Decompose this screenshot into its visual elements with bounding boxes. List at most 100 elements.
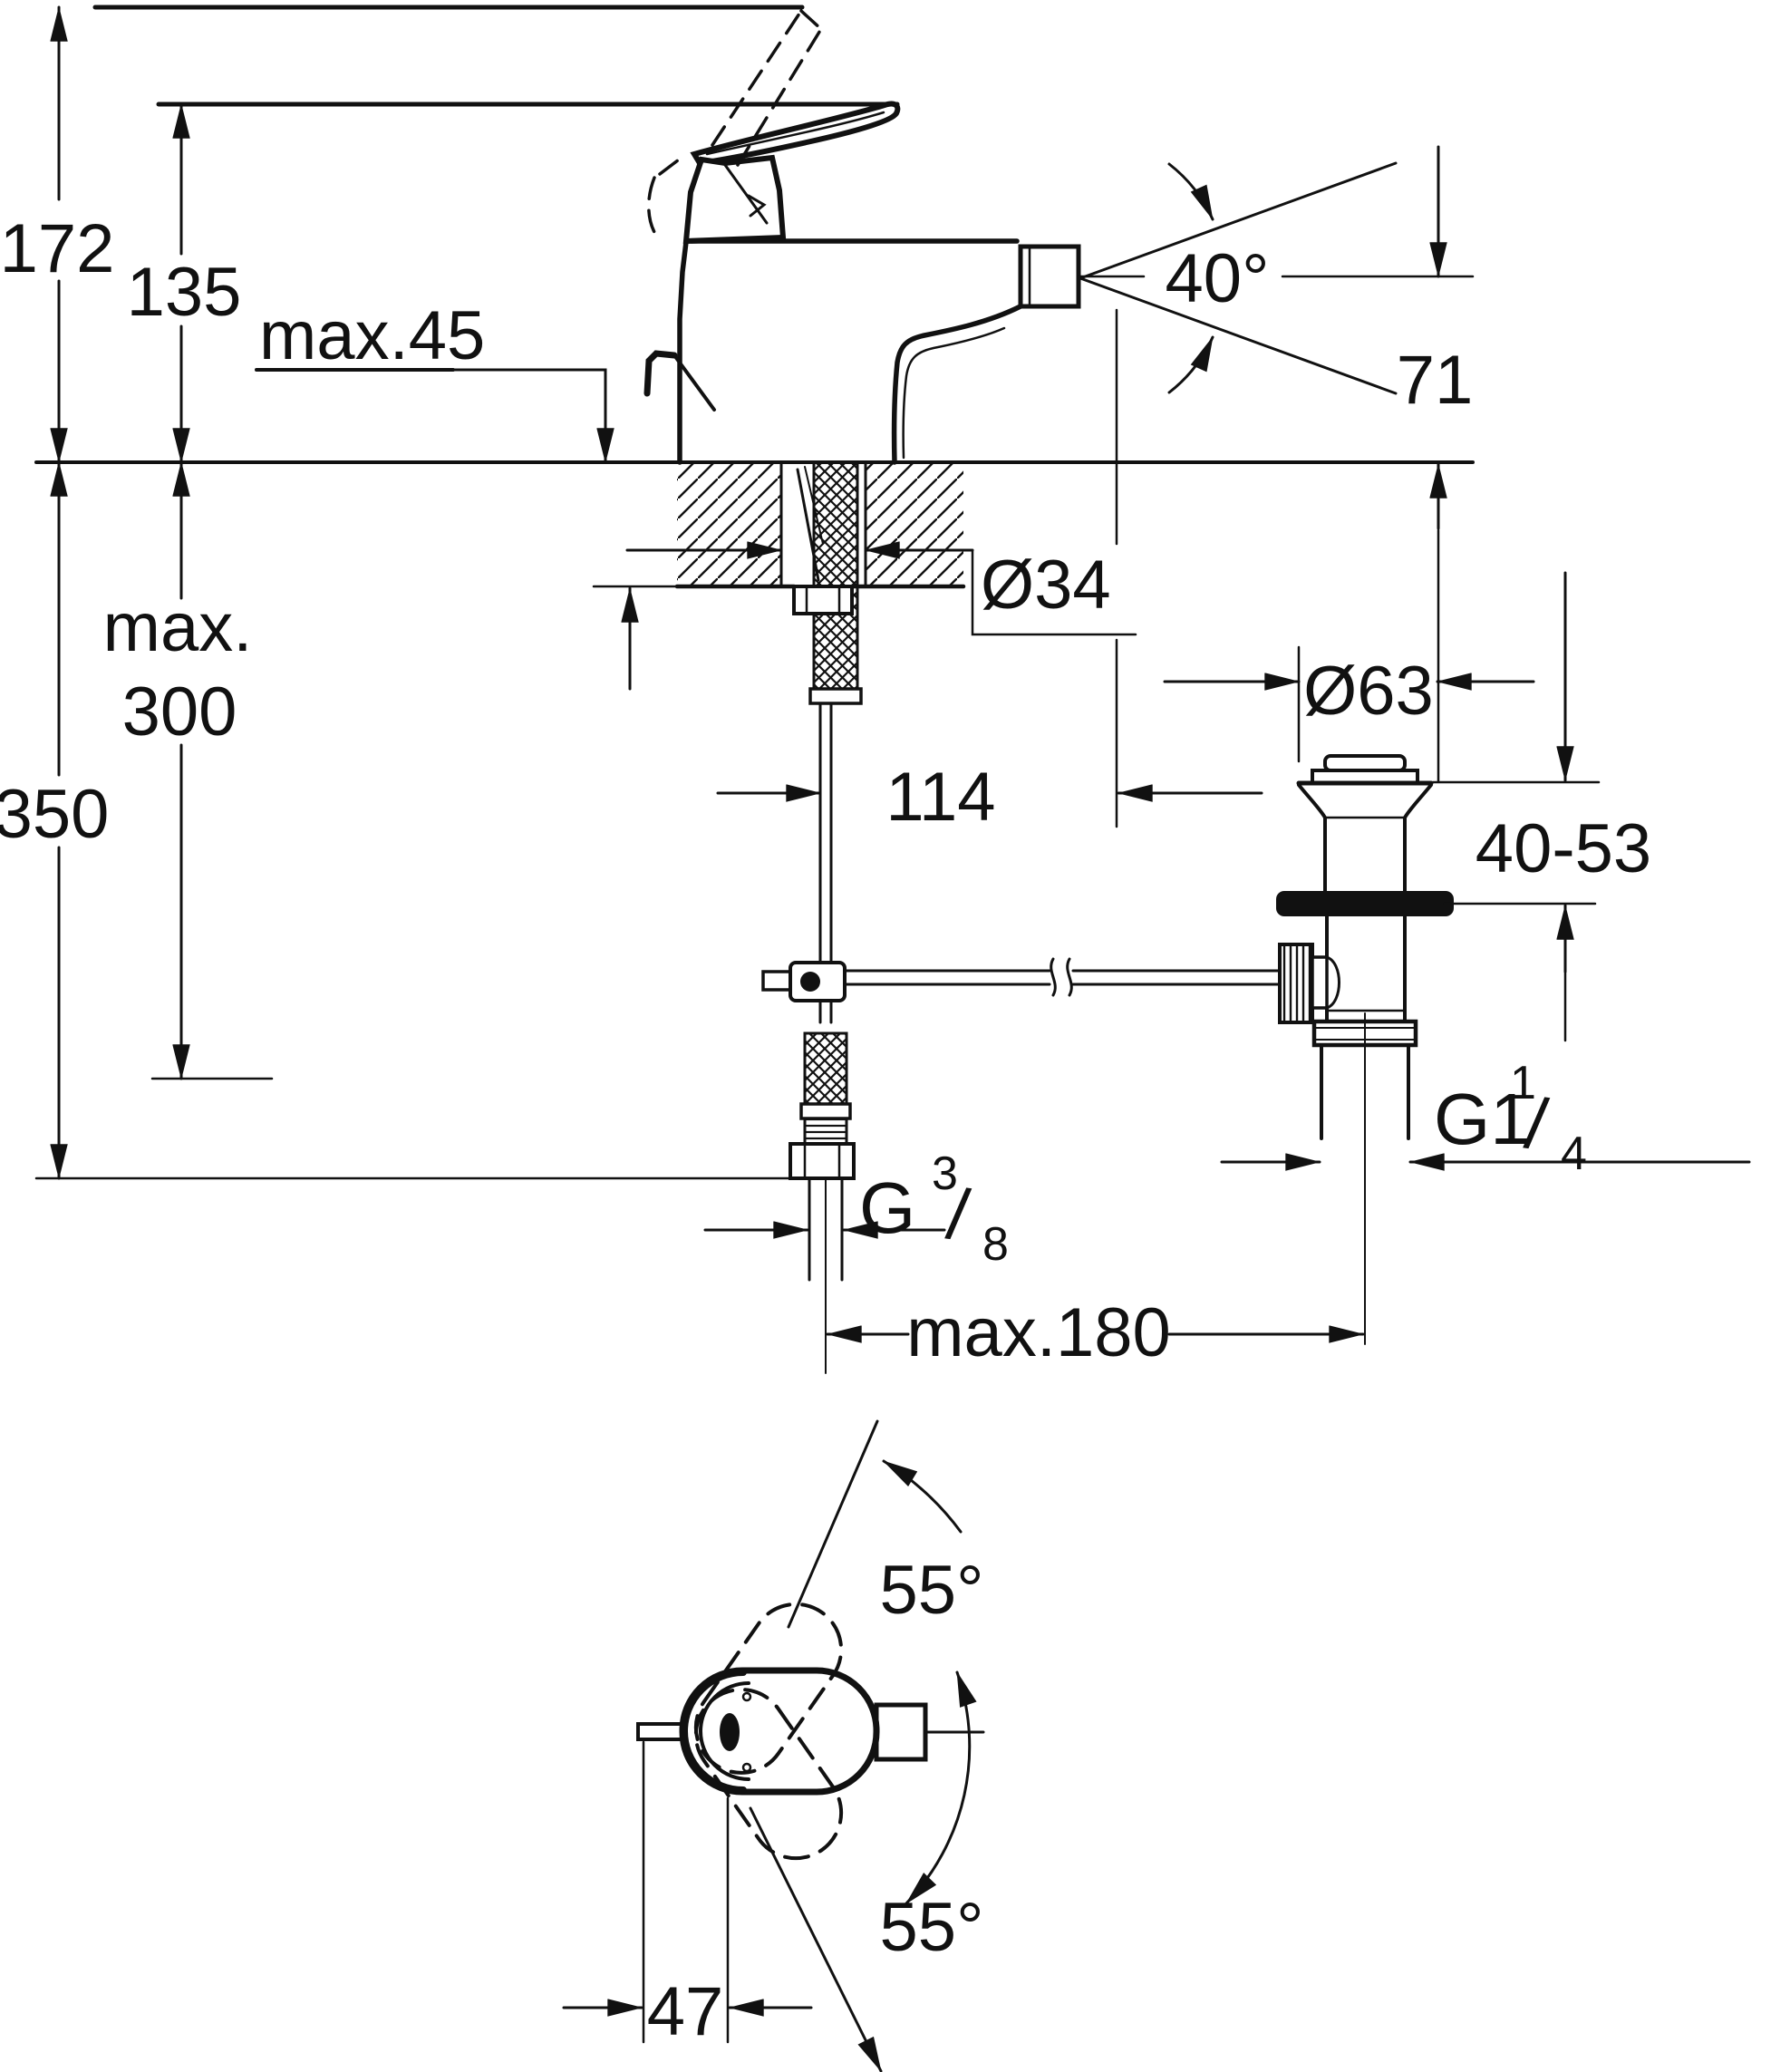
knob-connector <box>1311 955 1329 1010</box>
escutcheon-arc <box>699 1681 750 1781</box>
angle-arc-arrow-upper <box>1167 162 1214 221</box>
top-view-ghosts <box>693 1602 844 1861</box>
swivel-ray-lower <box>749 1806 883 2072</box>
dim-max300 <box>150 460 274 1080</box>
handle-ghost-down <box>693 1688 844 1861</box>
g114-main: G1 <box>1434 1079 1531 1159</box>
mounting-nut <box>792 585 854 615</box>
ghost-blade-top <box>711 9 803 147</box>
g38-sub: 8 <box>982 1218 1009 1271</box>
ghost-dome-arc <box>647 176 657 236</box>
handle-butt-arc <box>681 1669 747 1794</box>
handle-raised-ghost <box>647 9 824 236</box>
dim-max45-leader-down <box>451 368 614 464</box>
waste-neck-right <box>1403 783 1433 893</box>
lever-slot <box>720 1713 740 1751</box>
supply-hose <box>789 460 863 1374</box>
dim-o63-label: Ø63 <box>1303 653 1434 730</box>
dim-g38-label: G 3 / 8 <box>859 1147 1009 1271</box>
clamp-wedge-line2 <box>804 466 824 545</box>
waste-neck-left <box>1297 783 1327 893</box>
dim-o34-label: Ø34 <box>981 547 1111 624</box>
g114-sup: 1 <box>1510 1057 1536 1109</box>
body-left-edge <box>677 239 689 465</box>
horizontal-rod-left <box>843 969 1051 986</box>
knurled-knob <box>1278 943 1314 1024</box>
dome-detail-chevron <box>747 194 767 218</box>
dim-40deg-label: 40° <box>1166 240 1270 317</box>
rod-lower-stub <box>818 999 833 1024</box>
ghost-dome-edge <box>658 152 688 176</box>
dim-71-label: 71 <box>1397 342 1474 419</box>
angle-ray-lower <box>1079 276 1398 395</box>
detail-dot-top <box>741 1691 752 1702</box>
pop-up-knob <box>643 350 678 397</box>
deck-hatch-right <box>866 462 963 586</box>
side-view: 172 135 max.45 40° 71 Ø34 max. 300 350 1… <box>0 5 1751 1374</box>
dim-o34-leader <box>971 548 1137 636</box>
hose-nut-facets <box>803 1142 841 1180</box>
top-view-body <box>636 1667 985 1796</box>
dim-4053 <box>1431 571 1601 1042</box>
deck-hatch-left <box>677 462 781 586</box>
pop-up-knob-stem <box>672 353 716 411</box>
spout-underside <box>891 304 1023 465</box>
handle-ghost-up <box>693 1602 844 1775</box>
detail-dot-bottom <box>741 1762 752 1773</box>
faucet-body <box>643 238 1081 465</box>
dim-max45 <box>255 368 639 691</box>
g114-sub: 4 <box>1561 1128 1587 1180</box>
pop-up-rod-top-view <box>636 1722 684 1741</box>
dome-detail-line <box>723 163 769 225</box>
handle-lever <box>682 101 901 245</box>
hose-lower-collar <box>799 1102 852 1120</box>
g38-main: G <box>859 1167 915 1248</box>
deck-section <box>677 460 963 588</box>
dim-55-top-label: 55° <box>880 1552 984 1629</box>
hose-connection-nut <box>789 1142 856 1180</box>
g38-sup: 3 <box>932 1147 958 1200</box>
hose-braid-lower <box>803 1031 848 1106</box>
swivel-arc-arrow-upper <box>882 1459 963 1534</box>
dim-4053-label: 40-53 <box>1476 810 1651 887</box>
swivel-arc-right <box>905 1670 977 1905</box>
hose-collar <box>808 687 863 705</box>
pivot-screw <box>800 972 820 992</box>
plug-cap <box>1323 754 1407 772</box>
dimensions <box>50 5 1751 1343</box>
top-view-labels: 55° 55° 47 <box>647 1552 984 2050</box>
spout-inner-line <box>902 326 1006 460</box>
lever-blade-inner-line <box>705 111 885 156</box>
threaded-shank-braid <box>812 460 859 691</box>
waste-assembly <box>1276 754 1454 1345</box>
dim-max180-label: max.180 <box>906 1294 1171 1371</box>
angle-ray-upper <box>1079 161 1398 280</box>
angle-arc-arrow-lower <box>1167 335 1214 394</box>
connector-tails <box>808 1176 844 1282</box>
linkage-left-stub <box>761 970 792 992</box>
horizontal-rod-right <box>1071 969 1282 986</box>
pop-up-linkage <box>761 957 1282 1024</box>
dim-max45-label: max.45 <box>259 297 485 374</box>
hose-crimp-sleeve <box>803 1117 848 1146</box>
dim-114-label: 114 <box>885 759 995 836</box>
rod-break-symbol <box>1050 957 1073 997</box>
dim-o63 <box>1163 645 1535 763</box>
dim-max300-label-line1: max. <box>103 589 253 666</box>
cartridge-dome <box>682 154 787 245</box>
dim-135-label: 135 <box>127 254 242 331</box>
dim-350-label: 350 <box>0 776 109 853</box>
ghost-blade-tip <box>799 9 824 32</box>
aerator-top-view <box>874 1702 928 1762</box>
ghost-blade-bottom <box>736 27 823 167</box>
dim-47-label: 47 <box>647 1973 724 2050</box>
dim-172-label: 172 <box>0 210 114 287</box>
waste-seal-ring <box>1276 891 1454 916</box>
waste-port-boss <box>1325 955 1340 1010</box>
mounting-nut-facets <box>805 585 841 615</box>
dim-max300-label-line2: 300 <box>122 673 237 750</box>
dim-55-bottom-label: 55° <box>880 1889 984 1966</box>
top-view: 55° 55° 47 <box>562 1419 985 2072</box>
